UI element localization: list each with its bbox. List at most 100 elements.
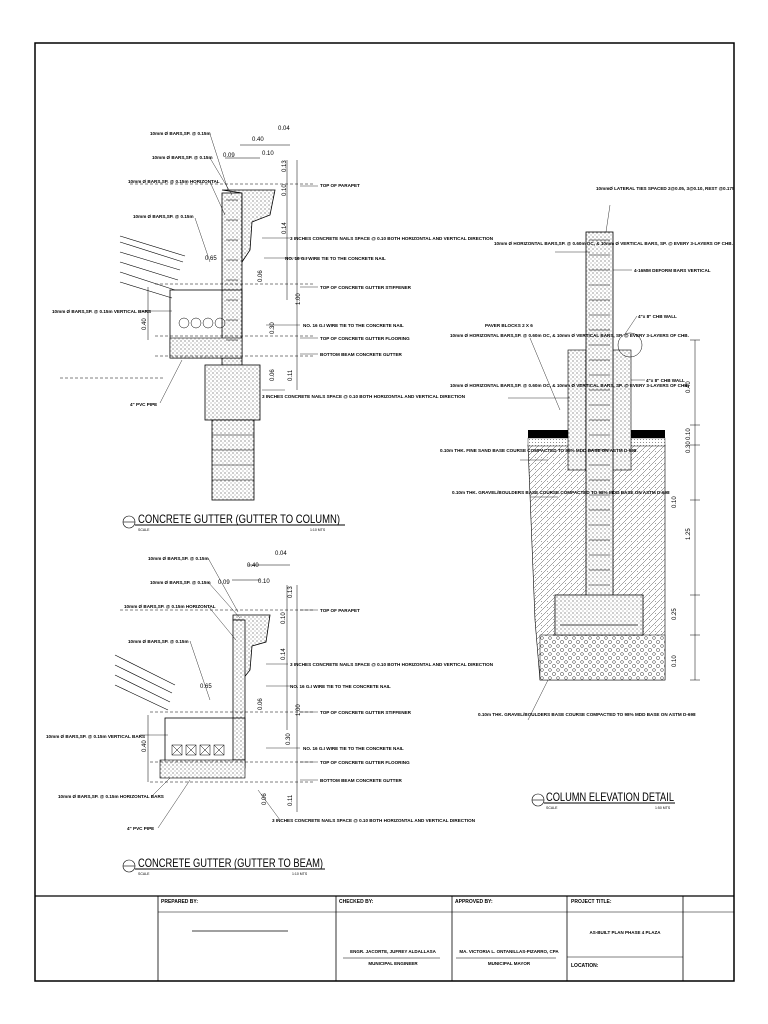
title-markers	[122, 515, 675, 873]
note-top-parapet-2: TOP OF PARAPET	[320, 608, 360, 613]
rebar-x-marks	[171, 744, 225, 756]
dim-gb-3: 0.09	[218, 580, 230, 586]
checked-by-name: ENGR. JACORTE, JUFREY ALDALLASA	[350, 949, 436, 954]
note-top-flooring-2: TOP OF CONCRETE GUTTER FLOORING	[320, 760, 410, 765]
location-label: LOCATION:	[571, 963, 599, 969]
checked-by-role: MUNICIPAL ENGINEER	[368, 961, 418, 966]
dimension-labels: 0.04 0.40 0.10 0.09 0.13 0.10 0.14 0.65 …	[142, 126, 692, 806]
note-top-flooring: TOP OF CONCRETE GUTTER FLOORING	[320, 336, 410, 341]
dim-gb-12: 0.06	[262, 793, 268, 805]
scale-prefix-2: SCALE	[138, 872, 150, 876]
note-bars-top-2: 10mm Ø BARS,SP. @ 0.15m	[148, 556, 209, 561]
detail-column-elevation	[527, 231, 700, 681]
dim-gb-10: 0.40	[142, 740, 148, 752]
note-nails: 3 INCHES CONCRETE NAILS SPACE @ 0.10 BOT…	[290, 236, 494, 241]
title-gutter-to-beam: CONCRETE GUTTER (GUTTER TO BEAM)	[138, 856, 323, 870]
dim-gc-4: 0.13	[282, 160, 288, 172]
dim-ce-3: 0.10	[672, 496, 678, 508]
note-paver: PAVER BLOCKS 2 X 6	[485, 323, 533, 328]
note-gravel-base: 0.10m THK. GRAVEL/BOULDERS BASE COURSE C…	[452, 490, 670, 495]
dim-gb-9: 1.00	[296, 704, 302, 716]
scale-1: 1:10 MTS	[310, 528, 326, 532]
project-title: AS-BUILT PLAN PHASE 4 PLAZA	[589, 930, 661, 935]
note-deform-bars: 4-16MM DEFORM BARS VERTICAL	[634, 268, 711, 273]
dim-gc-9: 1.00	[296, 293, 302, 305]
dim-gc-0: 0.04	[278, 126, 290, 132]
note-top-stiffener-2: TOP OF CONCRETE GUTTER STIFFENER	[320, 710, 412, 715]
footing	[554, 594, 644, 636]
column-lower	[204, 364, 261, 421]
dim-gb-6: 0.14	[281, 648, 287, 660]
note-bars-horizontal-bars: 10mm Ø BARS,SP. @ 0.15m HORIZONTAL BARS	[58, 794, 164, 799]
note-gi-wire-2: NO. 16 G.I WIRE TIE TO THE CONCRETE NAIL	[303, 323, 404, 328]
note-horiz-bars-1: 10mm Ø HORIZONTAL BARS,SP. @ 0.60m OC, &…	[494, 241, 733, 246]
beam-body	[232, 619, 246, 761]
dim-gc-10: 0.40	[142, 318, 148, 330]
scale-2: 1:10 MTS	[292, 872, 308, 876]
dim-gc-3: 0.09	[223, 153, 235, 159]
note-top-stiffener: TOP OF CONCRETE GUTTER STIFFENER	[320, 285, 412, 290]
dim-gc-1: 0.40	[252, 137, 264, 143]
note-nails-2: 3 INCHES CONCRETE NAILS SPACE @ 0.10 BOT…	[262, 394, 466, 399]
dim-ce-4: 1.25	[686, 528, 692, 540]
scale-prefix-1: SCALE	[138, 528, 150, 532]
dim-gc-13: 0.11	[288, 369, 294, 381]
prepared-by-label: PREPARED BY:	[161, 899, 199, 905]
approved-by-role: MUNICIPAL MAYOR	[487, 961, 531, 966]
note-pvc-pipe-2: 4" PVC PIPE	[127, 826, 154, 831]
title-column-elevation: COLUMN ELEVATION DETAIL	[546, 790, 674, 804]
callout-circle	[617, 332, 643, 358]
approved-by-label: APPROVED BY:	[455, 899, 493, 905]
scale-prefix-3: SCALE	[546, 806, 558, 810]
note-gi-wire-4: NO. 16 G.I WIRE TIE TO THE CONCRETE NAIL	[303, 746, 404, 751]
dim-gb-1: 0.40	[247, 563, 259, 569]
dim-gc-2: 0.10	[262, 151, 274, 157]
dim-gc-11: 0.30	[270, 322, 276, 334]
note-bars-vertical: 10mm Ø BARS,SP. @ 0.15m VERTICAL BARS	[52, 309, 151, 314]
note-gi-wire-3: NO. 16 G.I WIRE TIE TO THE CONCRETE NAIL	[290, 684, 391, 689]
gutter-slab-2	[159, 759, 246, 779]
dim-gc-12: 0.06	[270, 369, 276, 381]
column-stem	[211, 419, 255, 501]
note-bars-horizontal: 10mm Ø BARS,SP. @ 0.15m HORIZONTAL	[128, 179, 220, 184]
dim-gc-5: 0.10	[282, 184, 288, 196]
dim-gb-0: 0.04	[275, 551, 287, 557]
dim-gc-6: 0.14	[282, 222, 288, 234]
gravel-bed	[539, 634, 666, 681]
note-bars-second: 10mm Ø BARS,SP. @ 0.15m	[152, 155, 213, 160]
note-horiz-bars-2: 10mm Ø HORIZONTAL BARS,SP. @ 0.60m OC, &…	[450, 333, 689, 338]
note-pvc-pipe: 4" PVC PIPE	[130, 402, 157, 407]
note-bars-top: 10mm Ø BARS,SP. @ 0.15m	[150, 131, 211, 136]
note-gravel-base-2: 0.10m THK. GRAVEL/BOULDERS BASE COURSE C…	[478, 712, 696, 717]
gutter-slab	[169, 337, 243, 359]
dim-gb-13: 0.11	[288, 794, 294, 806]
note-lateral-ties: 10mmØ LATERAL TIES SPACED 2@0.05, 3@0.10…	[596, 186, 735, 191]
dim-gb-5: 0.10	[281, 612, 287, 624]
dim-ce-5: 0.25	[672, 608, 678, 620]
detail-gutter-to-beam	[114, 564, 315, 812]
note-bars-slab-2: 10mm Ø BARS,SP. @ 0.15m	[128, 639, 189, 644]
note-chb-wall-1: 4"x 8" CHB WALL	[638, 314, 677, 319]
note-bars-second-2: 10mm Ø BARS,SP. @ 0.15m	[150, 580, 211, 585]
dim-gb-11: 0.30	[286, 733, 292, 745]
title-block	[35, 895, 734, 981]
project-title-label: PROJECT TITLE:	[571, 899, 612, 905]
dim-ce-2: 0.30	[686, 441, 692, 453]
note-bottom-beam-2: BOTTOM BEAM CONCRETE GUTTER	[320, 778, 403, 783]
note-chb-wall-2: 4"x 8" CHB WALL	[646, 378, 685, 383]
note-bars-horizontal-2: 10mm Ø BARS,SP. @ 0.15m HORIZONTAL	[124, 604, 216, 609]
note-sand-base: 0.10m THK. FINE SAND BASE COURSE COMPACT…	[440, 448, 637, 453]
title-gutter-to-column: CONCRETE GUTTER (GUTTER TO COLUMN)	[138, 512, 340, 526]
scale-3: 1:50 MTS	[655, 806, 671, 810]
dim-ce-0: 0.40	[686, 381, 692, 393]
dim-gc-7: 0.65	[205, 256, 217, 262]
dim-gb-2: 0.10	[258, 579, 270, 585]
dim-gb-4: 0.13	[288, 586, 294, 598]
dim-ce-1: 0.10	[686, 428, 692, 440]
note-bars-slab: 10mm Ø BARS,SP. @ 0.15m	[133, 214, 194, 219]
note-gi-wire: NO. 16 G.I WIRE TIE TO THE CONCRETE NAIL	[285, 256, 386, 261]
note-bottom-beam: BOTTOM BEAM CONCRETE GUTTER	[320, 352, 403, 357]
rebar-circles	[178, 317, 226, 329]
note-bars-vertical-2: 10mm Ø BARS,SP. @ 0.15m VERTICAL BARS	[46, 734, 145, 739]
